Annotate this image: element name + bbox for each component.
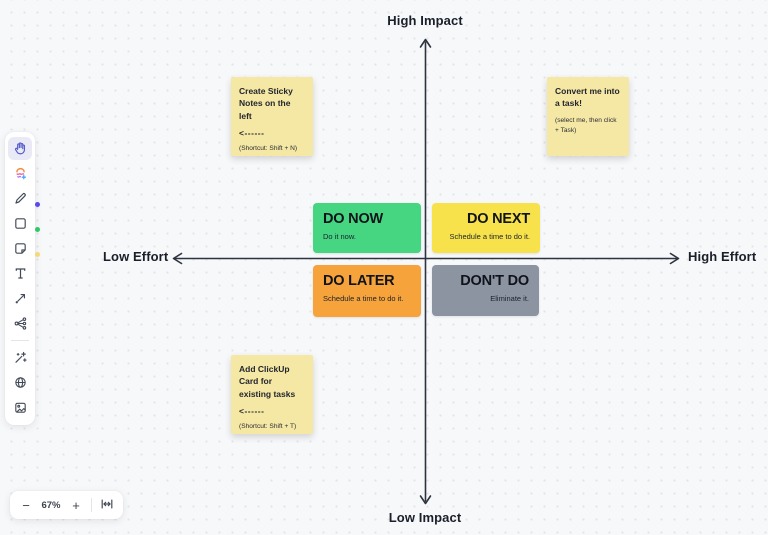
hand-tool-button[interactable] <box>8 137 32 160</box>
square-icon <box>13 216 28 231</box>
shape-tool-button[interactable] <box>8 212 32 235</box>
toolbar-divider <box>11 340 29 341</box>
zoom-in-button[interactable]: + <box>72 497 80 513</box>
connector-tool-button[interactable] <box>8 287 32 310</box>
quadrant-title: DO LATER <box>323 273 395 289</box>
arrow-down-icon <box>419 495 432 505</box>
pen-color-dot <box>35 202 40 207</box>
fit-to-width-icon <box>100 497 114 514</box>
zoom-level[interactable]: 67% <box>41 499 61 511</box>
zoom-controls: − 67% + <box>10 491 123 519</box>
image-icon <box>13 400 28 415</box>
axis-label-high-impact[interactable]: High Impact <box>387 13 463 28</box>
zoom-out-button[interactable]: − <box>22 497 30 513</box>
pen-tool-button[interactable] <box>8 187 32 210</box>
quadrant-card-do-now[interactable]: DO NOW Do it now. <box>313 203 421 253</box>
sticky-title: Add ClickUp Card for existing tasks <box>239 364 296 399</box>
quadrant-card-do-next[interactable]: DO NEXT Schedule a time to do it. <box>432 203 540 253</box>
arrow-up-icon <box>419 38 432 48</box>
mind-map-icon <box>13 316 28 331</box>
zoom-fit-button[interactable] <box>97 495 117 515</box>
sticky-title: Convert me into a task! <box>555 86 620 109</box>
magic-tool-button[interactable] <box>8 346 32 369</box>
sticky-note-add-card[interactable]: Add ClickUp Card for existing tasks <---… <box>231 355 313 434</box>
image-tool-button[interactable] <box>8 396 32 419</box>
tools-panel <box>5 132 35 425</box>
sticky-note-icon <box>13 241 28 256</box>
sticky-arrow-text: <------ <box>239 405 265 416</box>
mind-map-tool-button[interactable] <box>8 312 32 335</box>
quadrant-card-dont-do[interactable]: DON'T DO Eliminate it. <box>432 265 539 316</box>
zoombar-divider <box>91 498 92 512</box>
quadrant-card-do-later[interactable]: DO LATER Schedule a time to do it. <box>313 265 421 317</box>
web-tool-button[interactable] <box>8 371 32 394</box>
magic-wand-icon <box>13 350 28 365</box>
sticky-shortcut-text: (Shortcut: Shift + T) <box>239 422 297 430</box>
sticky-shortcut-text: (Shortcut: Shift + N) <box>239 144 298 152</box>
templates-icon <box>13 166 28 181</box>
quadrant-subtitle: Do it now. <box>323 232 356 241</box>
sticky-color-dot <box>35 252 40 257</box>
shape-color-dot <box>35 227 40 232</box>
quadrant-subtitle: Schedule a time to do it. <box>449 232 530 241</box>
connector-arrow-icon <box>13 291 28 306</box>
quadrant-title: DON'T DO <box>460 273 529 289</box>
arrow-left-icon <box>172 252 183 265</box>
templates-tool-button[interactable] <box>8 162 32 185</box>
globe-icon <box>13 375 28 390</box>
sticky-note-create-sticky[interactable]: Create Sticky Notes on the left <------ … <box>231 77 313 156</box>
arrow-right-icon <box>669 252 680 265</box>
quadrant-subtitle: Eliminate it. <box>490 294 529 303</box>
text-tool-button[interactable] <box>8 262 32 285</box>
axis-label-low-impact[interactable]: Low Impact <box>388 510 462 525</box>
quadrant-subtitle: Schedule a time to do it. <box>323 294 404 303</box>
quadrant-title: DO NOW <box>323 211 384 227</box>
hand-icon <box>13 141 28 156</box>
sticky-shortcut-text: (select me, then click + Task) <box>555 116 617 134</box>
text-icon <box>13 266 28 281</box>
sticky-note-tool-button[interactable] <box>8 237 32 260</box>
quadrant-title: DO NEXT <box>466 211 530 227</box>
pen-icon <box>13 191 28 206</box>
sticky-arrow-text: <------ <box>239 127 265 138</box>
axis-label-high-effort[interactable]: High Effort <box>688 249 757 264</box>
sticky-title: Create Sticky Notes on the left <box>239 86 293 121</box>
axis-label-low-effort[interactable]: Low Effort <box>103 249 169 264</box>
sticky-note-convert-task[interactable]: Convert me into a task! (select me, then… <box>547 77 629 156</box>
